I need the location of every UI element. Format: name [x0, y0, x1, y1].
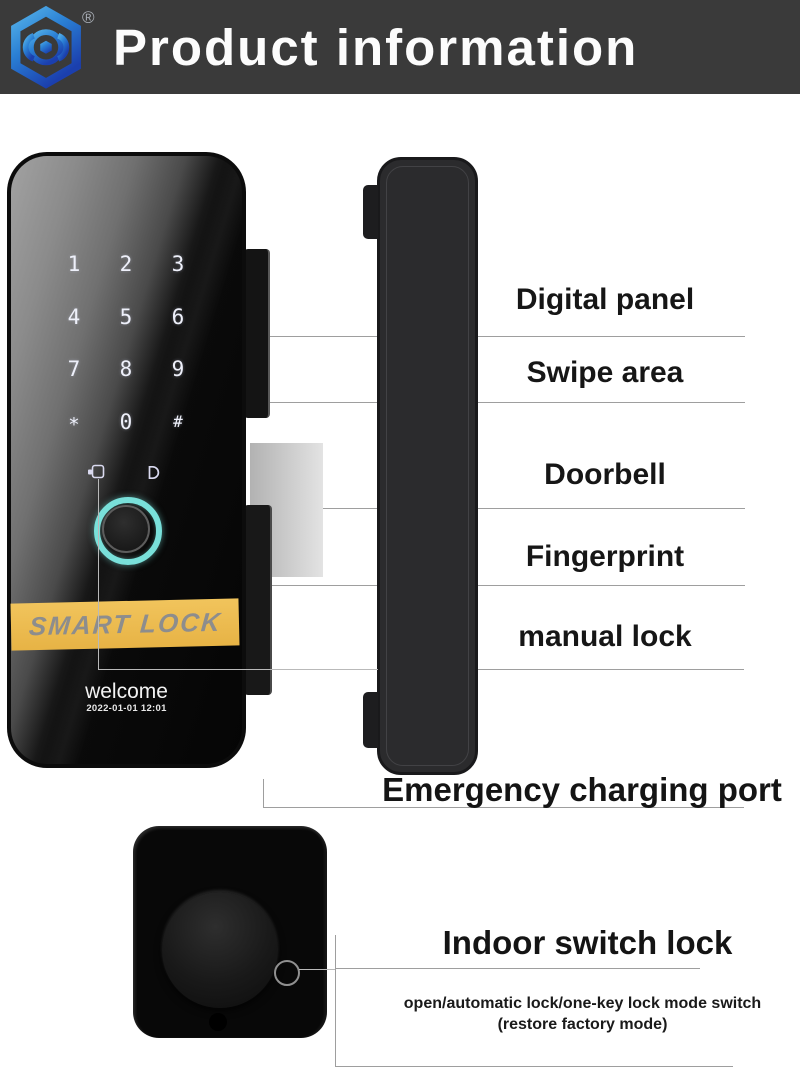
callout-line-indoor-switch [335, 968, 700, 969]
keypad-key-5: 5 [119, 304, 133, 329]
callout-line-emergency [263, 807, 744, 808]
page-title: Product information [113, 18, 639, 76]
closeup-note-line2: (restore factory mode) [497, 1016, 668, 1033]
mount-bracket-top [244, 249, 270, 418]
front-lock-photo: 1 2 3 4 5 6 7 8 9 * 0 # SMART LOCK welco… [7, 152, 246, 768]
keypad-key-7: 7 [67, 357, 81, 382]
callout-connector-mode-button [299, 969, 335, 970]
mode-switch-button [274, 960, 300, 986]
bell-icon [88, 464, 105, 479]
callout-line-doorbell [323, 508, 745, 509]
keypad-key-3: 3 [171, 252, 185, 277]
display-datetime: 2022-01-01 12:01 [86, 703, 167, 714]
brand-logo-icon [11, 5, 81, 89]
keypad-key-8: 8 [119, 357, 133, 382]
fingerprint-sensor [102, 505, 150, 553]
doorbell-icon [148, 465, 160, 480]
keypad-key-4: 4 [67, 304, 81, 329]
switch-knob [162, 892, 278, 1008]
label-fingerprint: Fingerprint [525, 540, 685, 573]
keypad-key-1: 1 [67, 252, 81, 277]
closeup-note-line1: open/automatic lock/one-key lock mode sw… [403, 995, 762, 1012]
callout-line-manual-lock-vertical [98, 479, 99, 669]
smart-lock-banner: SMART LOCK [10, 598, 240, 651]
label-digital-panel: Digital panel [515, 283, 695, 316]
callout-line-manual-lock-left [98, 669, 378, 670]
keypad-key-2: 2 [119, 252, 133, 277]
registered-trademark: ® [82, 8, 95, 27]
keypad-key-9: 9 [171, 357, 185, 382]
label-emergency-charging-port: Emergency charging port [382, 771, 782, 808]
banner-label: SMART LOCK [27, 606, 223, 642]
callout-vertical-indoor [335, 935, 336, 1066]
label-doorbell: Doorbell [544, 458, 666, 491]
display-greeting: welcome [85, 680, 168, 703]
fingerprint-ring [94, 497, 162, 565]
side-lock-bezel [386, 166, 469, 766]
keypad-key-6: 6 [171, 304, 185, 329]
mount-bracket-bottom [244, 505, 272, 695]
keypad-key-hash: # [173, 412, 183, 432]
closeup-photo [133, 826, 327, 1038]
side-lock-tab-top [363, 185, 378, 239]
keypad: 1 2 3 4 5 6 7 8 9 * 0 # [48, 238, 204, 448]
side-lock-photo [377, 157, 478, 775]
keypad-key-star: * [68, 414, 80, 437]
screw-hole [209, 1013, 227, 1031]
keypad-key-0: 0 [119, 409, 133, 434]
closeup-title: Indoor switch lock [442, 924, 733, 961]
lock-glass-panel [11, 156, 242, 764]
callout-line-indoor-bottom [335, 1066, 733, 1067]
callout-line-digital-panel [267, 336, 745, 337]
callout-line-swipe-area [267, 402, 745, 403]
side-lock-tab-bottom [363, 692, 378, 748]
label-swipe-area: Swipe area [526, 356, 684, 389]
callout-tick-emergency [263, 779, 264, 807]
label-manual-lock: manual lock [518, 620, 692, 653]
header-bar: ® Product information [0, 0, 800, 94]
callout-line-fingerprint [269, 585, 745, 586]
callout-line-manual-lock-right [478, 669, 744, 670]
